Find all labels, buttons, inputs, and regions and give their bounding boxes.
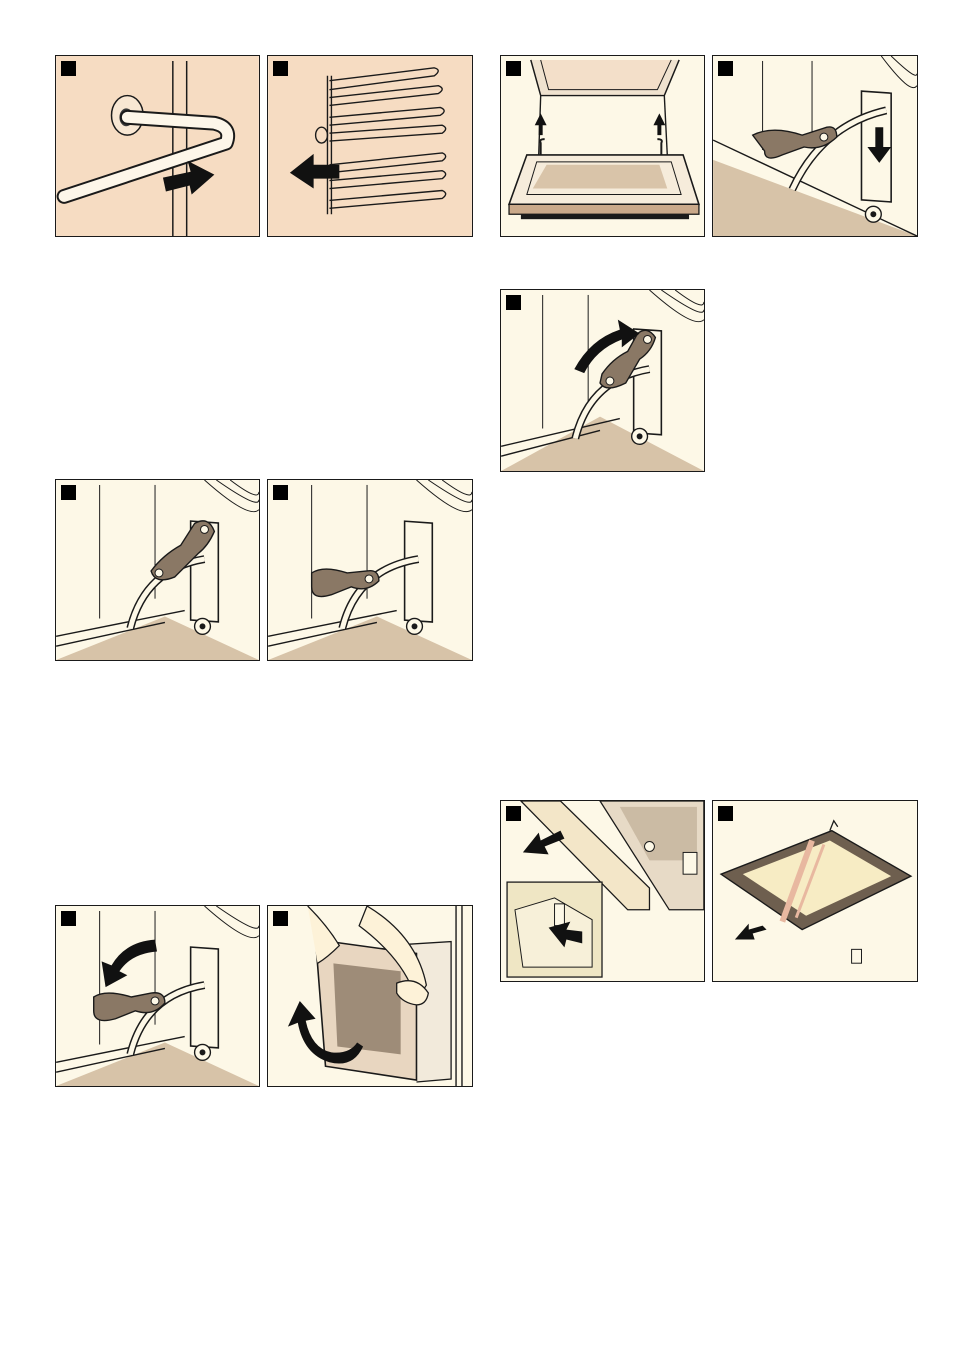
hinge-plate <box>191 947 219 1048</box>
step-marker <box>61 485 76 500</box>
hinge-illustration <box>501 290 704 471</box>
figure-hinge-lever-flip-down <box>55 905 260 1087</box>
figure-hinge-lever-closed <box>267 479 473 661</box>
figure-rail-slide-right <box>55 55 260 237</box>
step-marker <box>273 485 288 500</box>
step-marker <box>506 806 521 821</box>
figure-door-lift-off <box>267 905 473 1087</box>
hinge-illustration <box>56 480 259 660</box>
hinge-illustration <box>56 906 259 1086</box>
door-glass <box>333 963 400 1054</box>
door-illustration <box>268 906 472 1086</box>
step-marker <box>506 295 521 310</box>
figure-hinge-lever-flip-up <box>500 289 705 472</box>
panel-background <box>268 56 472 236</box>
figure-door-glass-remove <box>712 800 918 982</box>
figure-door-hinges-up <box>500 55 705 237</box>
hinge-illustration <box>268 480 472 660</box>
door-trim-illustration <box>501 801 704 981</box>
figure-rack-pull-left <box>267 55 473 237</box>
step-marker <box>273 61 288 76</box>
glass-illustration <box>713 801 917 981</box>
step-marker <box>61 911 76 926</box>
door-illustration <box>501 56 704 236</box>
step-marker <box>718 61 733 76</box>
rail-illustration <box>56 56 259 236</box>
door-glass <box>533 165 668 189</box>
step-marker <box>718 806 733 821</box>
figure-hinge-lever-open <box>55 479 260 661</box>
figure-hinge-lever-down <box>712 55 918 237</box>
hinge-plate <box>405 521 433 622</box>
figure-door-trim-release <box>500 800 705 982</box>
rack-illustration <box>268 56 472 236</box>
step-marker <box>61 61 76 76</box>
hinge-illustration <box>713 56 917 236</box>
step-marker <box>506 61 521 76</box>
step-marker <box>273 911 288 926</box>
